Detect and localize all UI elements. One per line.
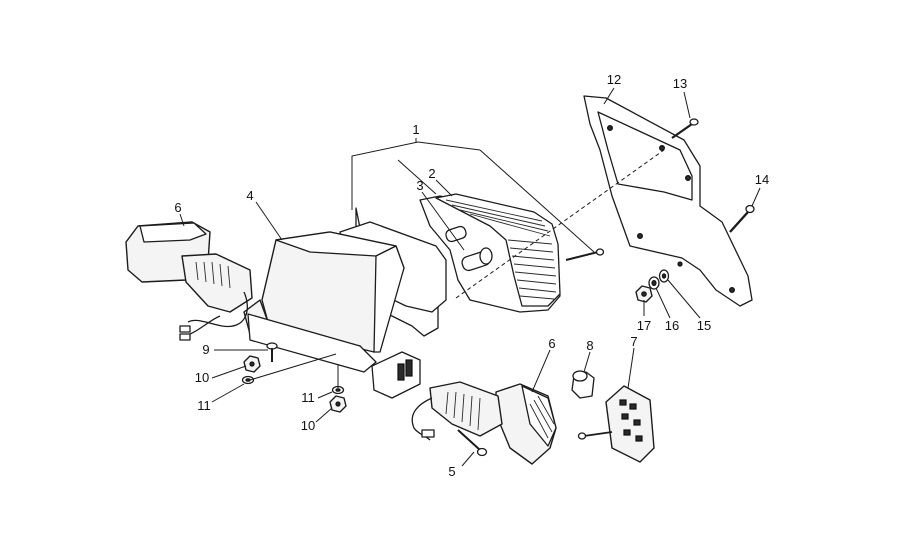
callout-1: 1 xyxy=(412,122,419,137)
spacer-15 xyxy=(658,269,670,283)
callout-10-lower: 10 xyxy=(301,418,315,433)
left-wire-terminal-2 xyxy=(179,333,191,341)
callout-7: 7 xyxy=(630,334,637,349)
callout-16: 16 xyxy=(665,318,679,333)
callout-4: 4 xyxy=(246,188,253,203)
left-indicator-wire xyxy=(187,291,248,328)
right-turn-indicator xyxy=(429,381,557,465)
callout-10-upper: 10 xyxy=(195,370,209,385)
taillight-lens xyxy=(435,193,561,307)
leader-lines xyxy=(179,87,761,467)
callout-12: 12 xyxy=(607,72,621,87)
washer-11-upper xyxy=(241,375,255,385)
bracket-screw-13 xyxy=(671,118,699,139)
callout-14: 14 xyxy=(755,172,769,187)
callout-5: 5 xyxy=(448,464,455,479)
callout-11-upper: 11 xyxy=(197,398,211,413)
right-wire-terminal xyxy=(421,429,435,438)
left-turn-indicator xyxy=(125,221,253,313)
taillight-bulb xyxy=(445,225,493,272)
long-mounting-screw xyxy=(565,248,605,261)
indicator-bulb xyxy=(571,370,595,399)
callout-3: 3 xyxy=(416,178,423,193)
callout-15: 15 xyxy=(697,318,711,333)
left-wire-terminal xyxy=(179,325,191,333)
callout-17: 17 xyxy=(637,318,651,333)
left-indicator-wire-2 xyxy=(189,315,221,335)
indicator-screw-5 xyxy=(457,429,488,457)
callout-9: 9 xyxy=(202,342,209,357)
washer-16 xyxy=(648,276,660,290)
screw-9 xyxy=(266,342,278,362)
wiring-connector xyxy=(371,351,421,399)
callout-6-left: 6 xyxy=(174,200,181,215)
license-plate-bracket xyxy=(583,95,753,307)
indicator-lens xyxy=(577,385,655,463)
callout-labels: 1 2 3 4 5 6 6 7 8 9 10 10 11 11 12 13 14… xyxy=(174,72,769,479)
callout-2: 2 xyxy=(428,166,435,181)
nut-17 xyxy=(635,285,653,303)
callout-11-lower: 11 xyxy=(301,390,315,405)
callout-8: 8 xyxy=(586,338,593,353)
nut-10-upper xyxy=(243,355,261,373)
nut-10-lower xyxy=(329,395,347,413)
callout-6-right: 6 xyxy=(548,336,555,351)
callout-13: 13 xyxy=(673,76,687,91)
bracket-screw-14 xyxy=(729,204,755,233)
rear-light-support-box xyxy=(243,231,405,373)
